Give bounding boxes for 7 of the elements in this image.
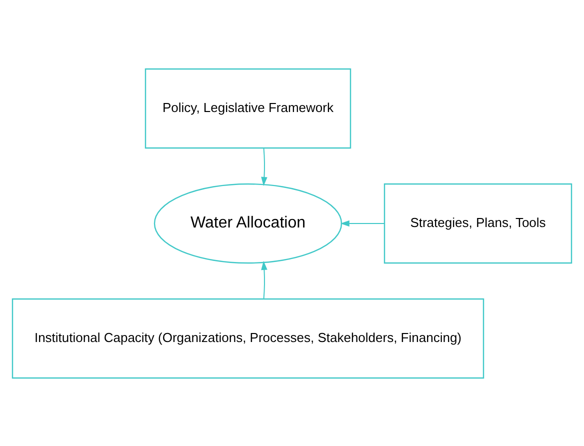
arrow xyxy=(261,147,268,186)
node-box: Institutional Capacity (Organizations, Processes, Stakeholders, Financing) xyxy=(12,298,484,378)
node-box: Policy, Legislative Framework xyxy=(144,68,352,148)
node-ellipse: Water Allocation xyxy=(154,182,342,264)
node-box: Strategies, Plans, Tools xyxy=(384,182,572,264)
arrow xyxy=(261,260,268,299)
arrow xyxy=(340,220,385,226)
